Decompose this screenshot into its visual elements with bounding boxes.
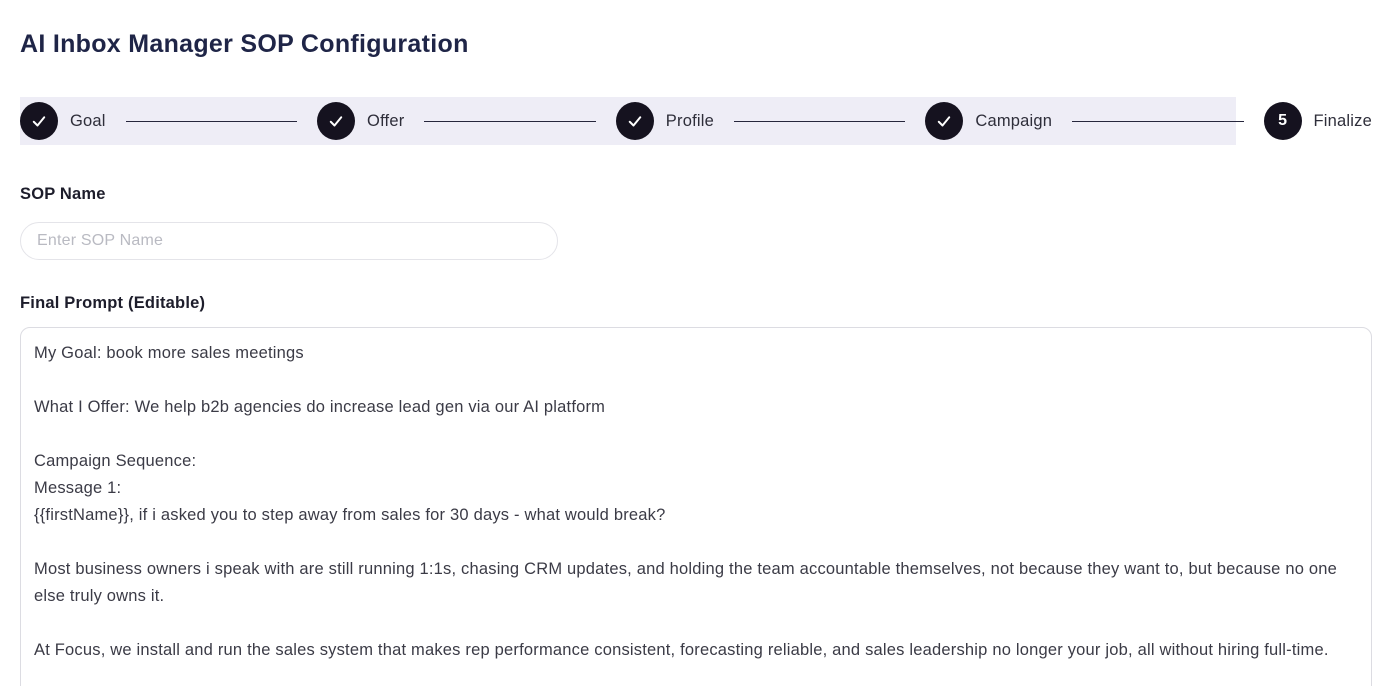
step-label: Goal [70,111,106,130]
page-title: AI Inbox Manager SOP Configuration [20,30,469,58]
check-icon [317,102,356,140]
step-campaign[interactable]: Campaign [925,102,1052,140]
sop-name-label: SOP Name [20,185,106,203]
step-profile[interactable]: Profile [615,102,714,140]
step-connector [424,120,596,122]
check-icon [925,102,964,140]
step-connector [125,120,298,122]
step-label: Offer [367,111,405,130]
stepper: Goal Offer Profile Campaign 5 [20,97,1372,145]
check-icon [615,102,654,140]
check-icon [20,102,58,140]
final-prompt-textarea[interactable]: My Goal: book more sales meetings What I… [20,327,1372,686]
step-connector [733,120,906,122]
step-goal[interactable]: Goal [20,102,106,140]
step-label: Finalize [1313,111,1372,130]
step-number-badge: 5 [1263,102,1302,140]
step-finalize[interactable]: 5 Finalize [1263,102,1372,140]
step-connector [1072,120,1244,122]
sop-name-input[interactable] [20,222,558,260]
step-offer[interactable]: Offer [317,102,404,140]
step-label: Profile [665,111,714,130]
step-label: Campaign [975,111,1053,130]
final-prompt-label: Final Prompt (Editable) [20,294,206,312]
step-number: 5 [1278,112,1287,129]
